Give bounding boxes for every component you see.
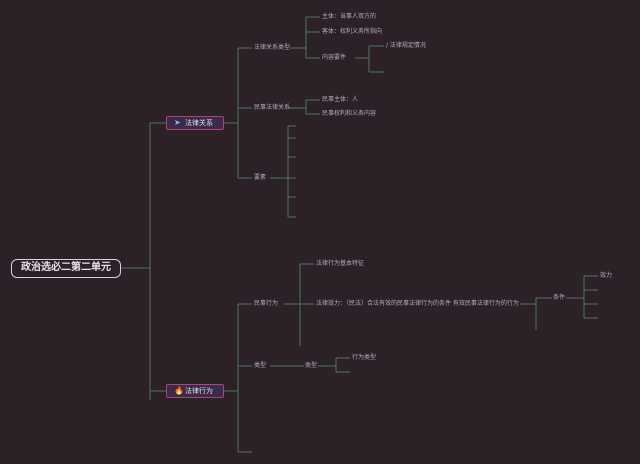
node-civil-acts[interactable]: 民事行为 bbox=[254, 300, 279, 307]
node-types[interactable]: 类型 bbox=[254, 362, 267, 369]
node-elements[interactable]: 要素 bbox=[254, 174, 267, 181]
node-civil-content[interactable]: 民事权利和义务内容 bbox=[322, 110, 377, 117]
node-relation-types[interactable]: 法律关系类型 bbox=[254, 44, 291, 51]
node-content-detail[interactable]: / 法律规定情况 bbox=[386, 42, 426, 49]
branch-node-legal-relations[interactable]: ➤ 法律关系 bbox=[166, 116, 224, 130]
node-types-sub[interactable]: 类型 bbox=[305, 362, 318, 369]
branch-label: 法律行为 bbox=[185, 387, 213, 395]
node-content[interactable]: 内容要件 bbox=[322, 54, 347, 61]
node-act-validity[interactable]: 法律效力：（民法）合法有效的民事法律行为的条件 有效民事法律行为的行为 bbox=[316, 300, 519, 307]
paper-plane-icon: ➤ bbox=[174, 118, 181, 127]
node-civil-subject[interactable]: 民事主体：人 bbox=[322, 96, 359, 103]
branch-label: 法律关系 bbox=[185, 119, 213, 127]
node-act-types[interactable]: 行为类型 bbox=[352, 354, 377, 361]
node-civil-relations[interactable]: 民事法律关系 bbox=[254, 104, 291, 111]
fire-icon: 🔥 bbox=[174, 386, 184, 395]
node-act-features[interactable]: 法律行为基本特征 bbox=[316, 260, 365, 267]
mind-map-root-node[interactable]: 政治选必二第二单元 bbox=[11, 259, 121, 278]
node-effect[interactable]: 效力 bbox=[600, 272, 613, 279]
node-object[interactable]: 客体：权利义务所指向 bbox=[322, 28, 383, 35]
node-conditions[interactable]: 条件 bbox=[553, 294, 566, 301]
branch-node-legal-acts[interactable]: 🔥法律行为 bbox=[166, 384, 224, 398]
node-subject[interactable]: 主体：当事人双方的 bbox=[322, 13, 377, 20]
